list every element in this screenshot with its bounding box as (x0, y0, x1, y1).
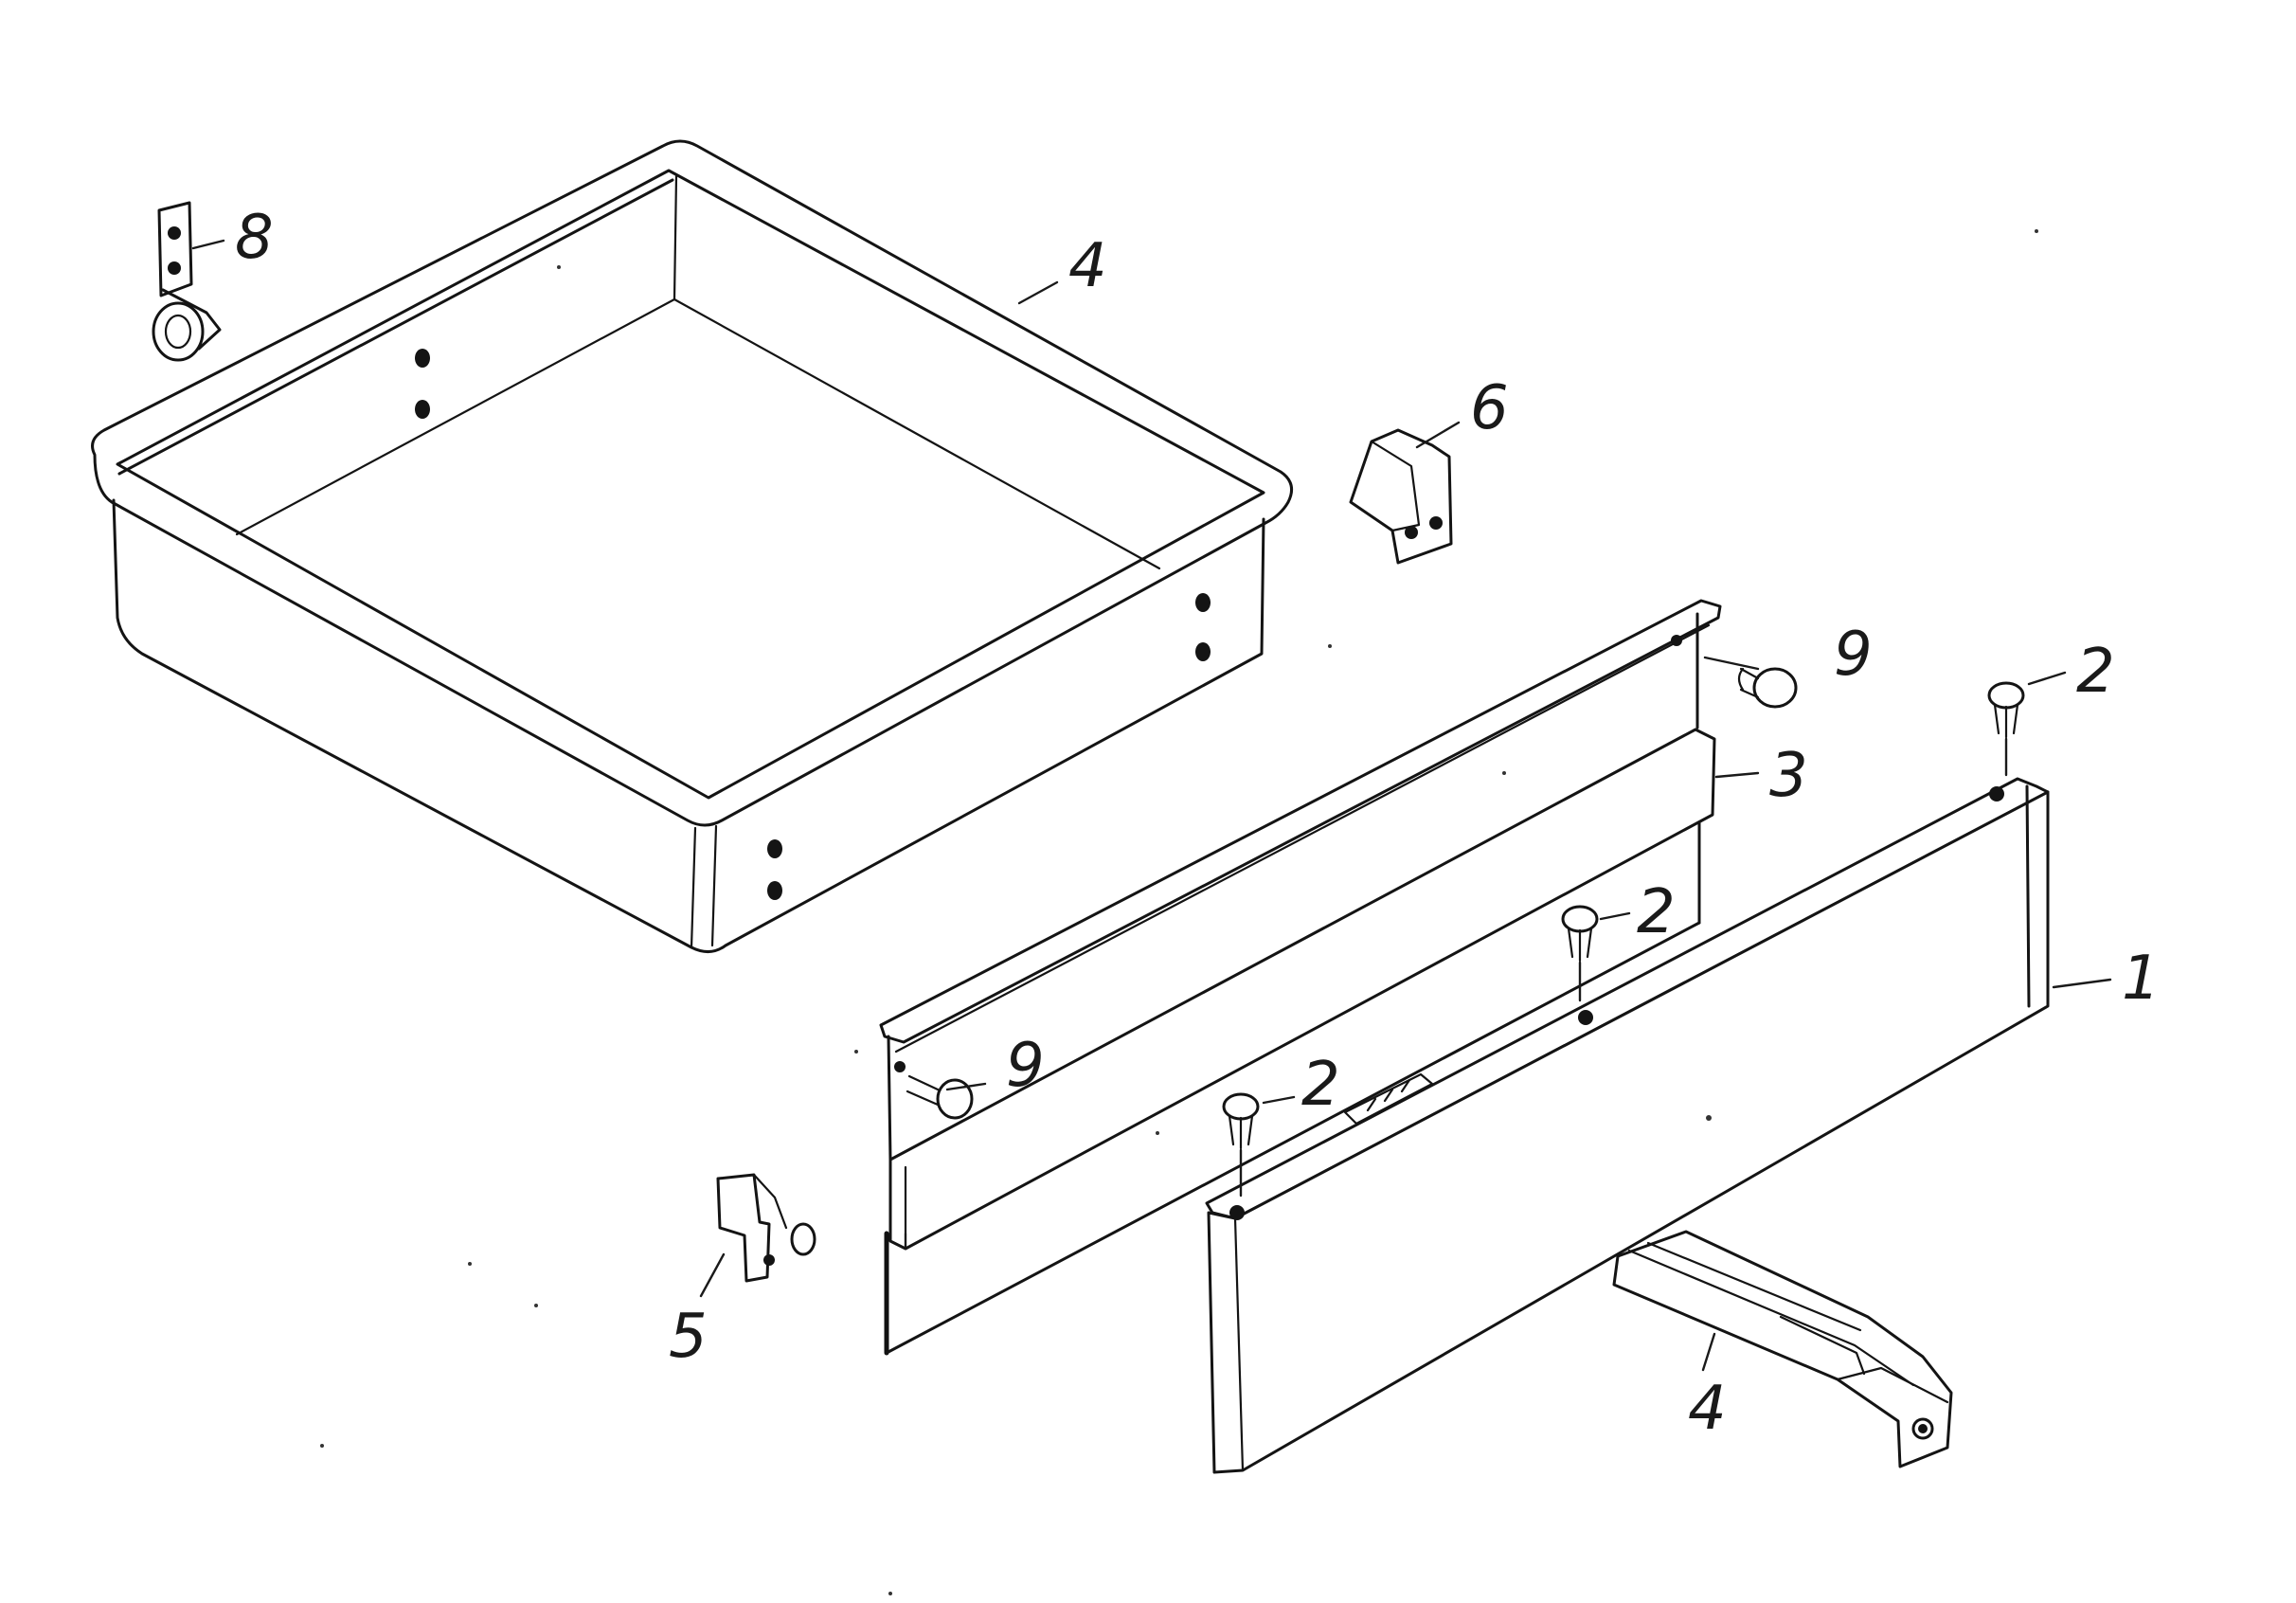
pin-right-part (1737, 667, 1798, 709)
roller-bracket-part (152, 201, 222, 362)
callout-side-rail: 4 (1688, 1374, 1727, 1444)
callout-pin-right: 9 (1834, 620, 1873, 690)
callout-roller: 8 (235, 203, 274, 273)
callout-tray: 4 (1068, 231, 1107, 301)
callout-rivet-low: 2 (1301, 1050, 1340, 1120)
front-panel-part (1205, 777, 2050, 1474)
callout-left-bracket: 5 (669, 1302, 708, 1372)
callout-pin-left: 9 (1006, 1031, 1045, 1101)
pin-left-part (906, 1074, 974, 1120)
right-bracket-part (1349, 428, 1453, 565)
scan-specks (320, 229, 2038, 1595)
callout-front-panel: 1 (2122, 944, 2161, 1014)
rivet-mid-part (1561, 905, 1599, 1002)
left-bracket-part (716, 1173, 816, 1283)
side-rail-part (1612, 1230, 1953, 1468)
callout-rivet-mid: 2 (1637, 877, 1676, 947)
rivet-low-part (1222, 1092, 1260, 1198)
callout-right-bracket: 6 (1470, 373, 1509, 443)
callout-back-panel: 3 (1769, 741, 1808, 811)
callout-rivet-top: 2 (2076, 637, 2115, 707)
back-panel-part (879, 599, 1722, 1356)
rivet-top-part (1987, 681, 2025, 777)
tray-part (91, 139, 1294, 953)
